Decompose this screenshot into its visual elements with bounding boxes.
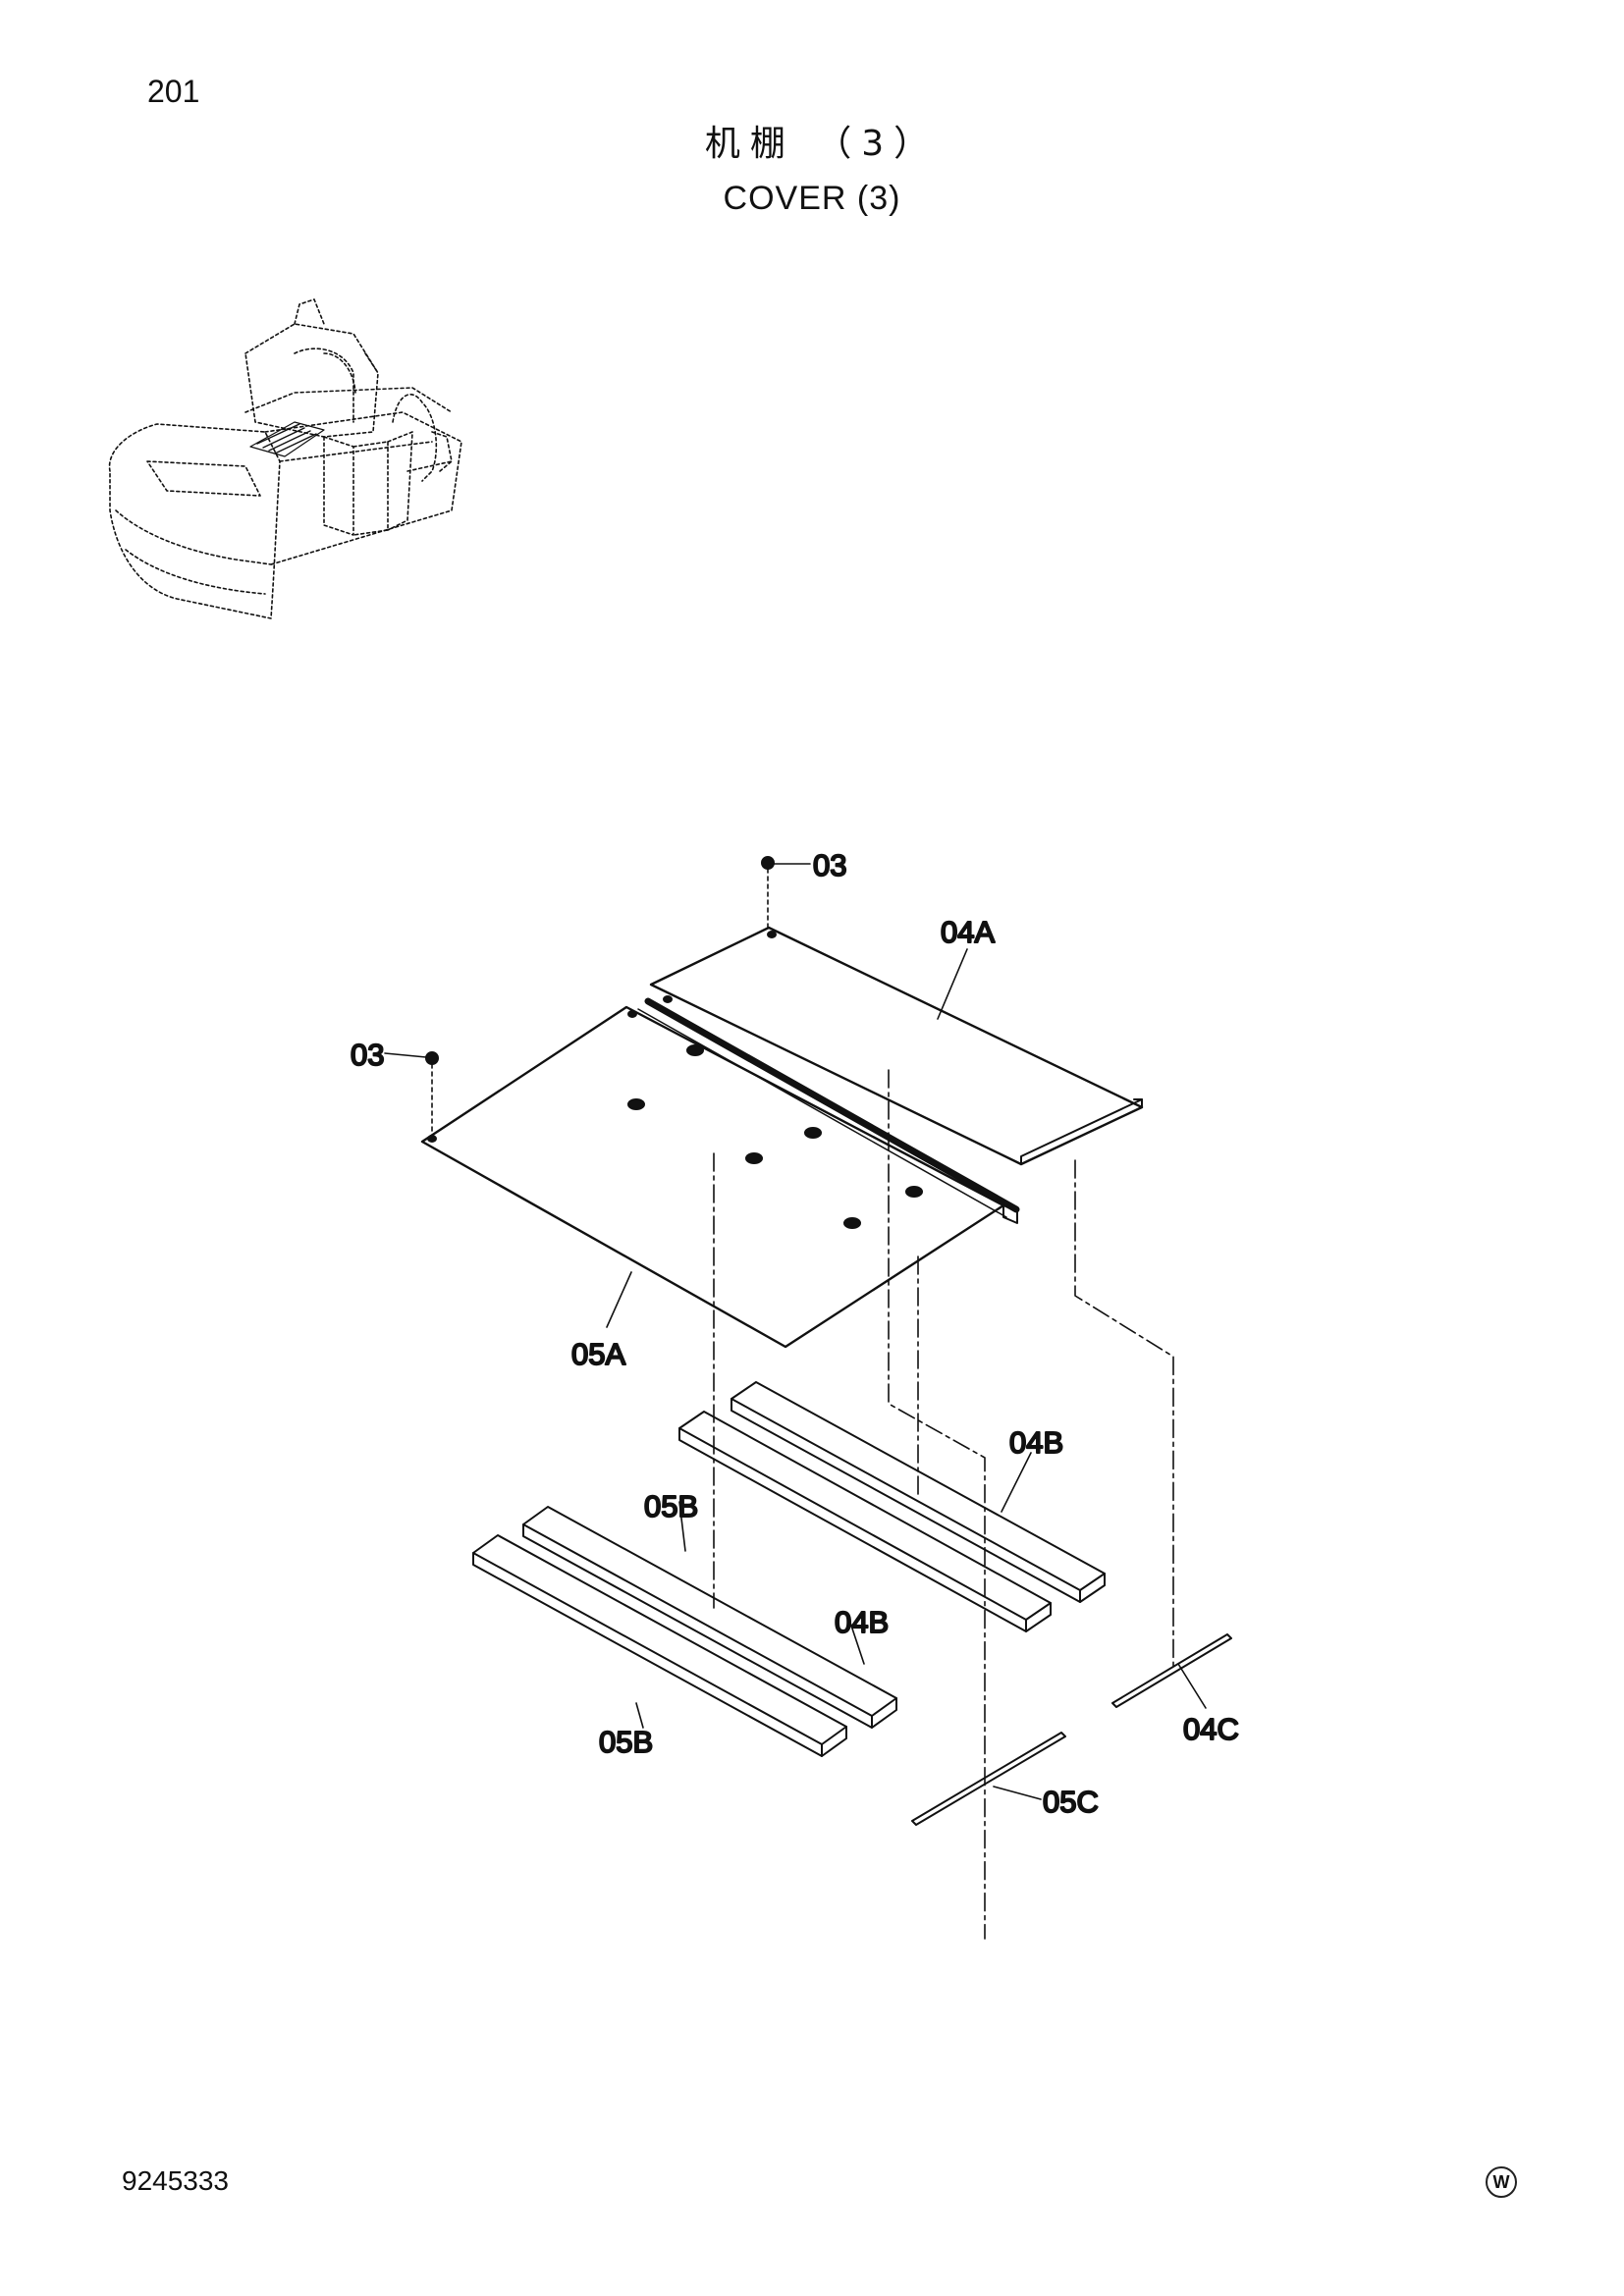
callout-05C: 05C <box>1043 1785 1099 1819</box>
excavator-locator-thumbnail <box>108 298 462 619</box>
callout-04B-lower: 04B <box>835 1605 889 1639</box>
thin-strip-04C <box>1111 1633 1232 1708</box>
callout-05B-upper: 05B <box>644 1489 698 1523</box>
callout-05B-lower: 05B <box>599 1725 653 1759</box>
bolt-03-top <box>761 856 775 929</box>
cover-plate-04A <box>649 926 1144 1166</box>
callout-04C: 04C <box>1183 1712 1239 1746</box>
callout-05A: 05A <box>571 1337 625 1371</box>
title-chinese: 机棚 （3） <box>704 124 940 164</box>
assembly-lines <box>713 1069 1174 1940</box>
document-number: 9245333 <box>122 2165 230 2196</box>
leader-lines <box>384 863 1207 1800</box>
thin-strip-05C <box>911 1732 1066 1826</box>
callout-04B-upper: 04B <box>1009 1425 1063 1460</box>
bolt-03-left <box>425 1051 439 1138</box>
title-english: COVER (3) <box>723 180 901 217</box>
seal-strips-04B <box>678 1381 1106 1632</box>
w-mark-icon: W <box>1486 2166 1517 2198</box>
page-number: 201 <box>147 74 200 109</box>
callout-04A: 04A <box>941 915 995 949</box>
callout-03-left: 03 <box>351 1038 384 1072</box>
cover-plate-05A <box>420 931 1020 1349</box>
title-block: 机棚 （3） COVER (3) <box>0 120 1624 224</box>
seal-strips-05B <box>472 1506 897 1757</box>
callout-03-top: 03 <box>813 848 846 882</box>
